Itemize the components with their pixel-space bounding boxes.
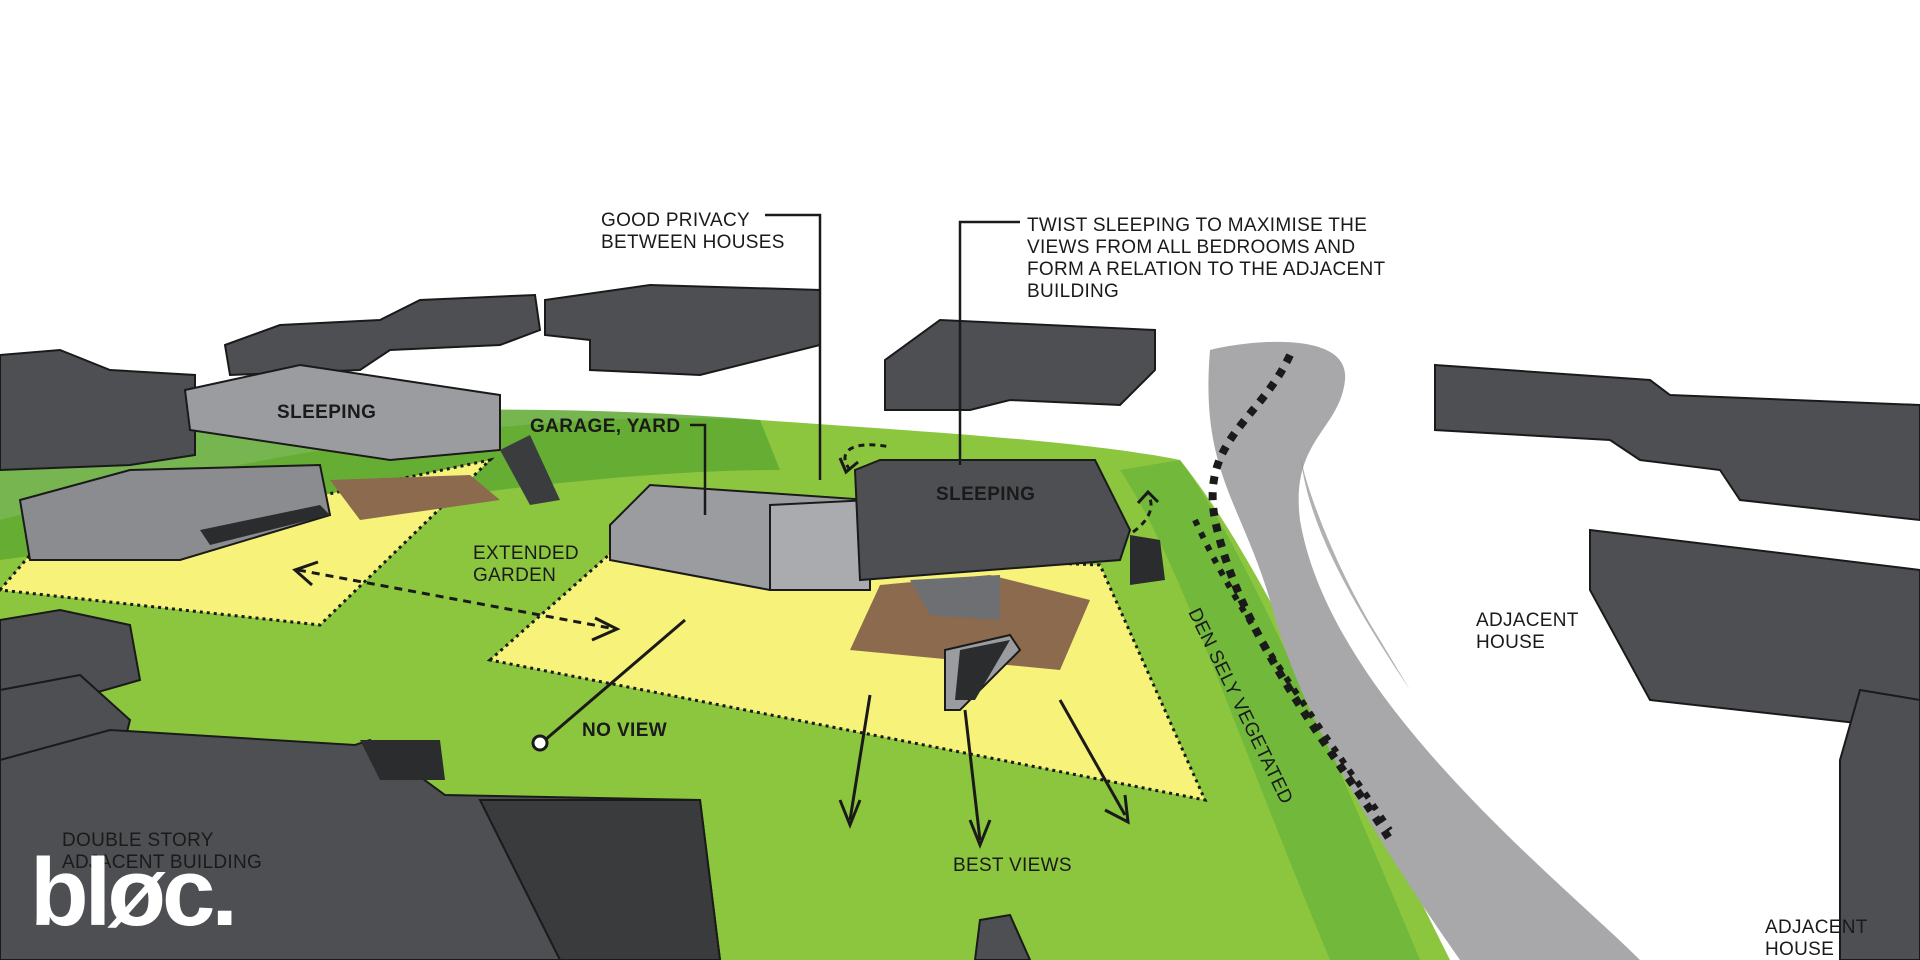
sleeping-right-label: SLEEPING	[936, 484, 1035, 505]
good-privacy-line-1: GOOD PRIVACY	[601, 210, 750, 231]
adjacent-house-right-line-2: HOUSE	[1476, 632, 1545, 653]
garage-block	[609, 483, 871, 591]
sleeping-left-label: SLEEPING	[277, 402, 376, 423]
double-story-building	[0, 728, 1032, 960]
svg-text:EXTENDED GARDEN: EXTENDED GARDEN	[473, 543, 584, 586]
adjacent-house-bottom-line-2: HOUSE	[1765, 939, 1834, 960]
leader-lines	[690, 213, 1020, 515]
twist-sleeping-line-1: TWIST SLEEPING TO MAXIMISE THE	[1027, 215, 1367, 236]
bloc-logo: bløc.	[30, 839, 238, 946]
best-views-label: BEST VIEWS	[953, 855, 1072, 876]
svg-text:GOOD PRIVACY BETWEEN HOU: GOOD PRIVACY BETWEEN HOUSES	[601, 210, 785, 253]
extended-garden-line-1: EXTENDED	[473, 543, 579, 564]
no-view-label: NO VIEW	[582, 720, 667, 741]
double-story-line-1: DOUBLE STORY	[62, 830, 214, 851]
road	[1208, 341, 1640, 960]
double-story-line-2: ADJACENT BUILDING	[62, 852, 262, 873]
twist-sleeping-line-2: VIEWS FROM ALL BEDROOMS AND	[1027, 237, 1355, 258]
extended-garden-line-2: GARDEN	[473, 565, 556, 586]
no-view-marker	[531, 734, 549, 752]
arrows	[292, 443, 1160, 850]
twist-sleeping-line-4: BUILDING	[1027, 281, 1119, 302]
adjacent-house-right-line-1: ADJACENT	[1476, 610, 1579, 631]
vegetation-boundary	[1208, 353, 1394, 843]
good-privacy-line-2: BETWEEN HOUSES	[601, 232, 785, 253]
svg-text:ADJACENT HOUSE: ADJACENT HOUSE	[1765, 917, 1873, 960]
garage-yard-label: GARAGE, YARD	[530, 416, 681, 437]
sleeping-wing-left	[18, 363, 560, 561]
svg-text:ADJACENT HOUSE: ADJACENT HOUSE	[1476, 610, 1584, 653]
background-buildings	[0, 283, 1920, 960]
deck	[850, 575, 1090, 670]
svg-text:TWIST SLEEPING TO MAXIMISE THE: TWIST SLEEPING TO MAXIMISE THE VIEWS FRO…	[1027, 215, 1391, 302]
adjacent-house-bottom-line-1: ADJACENT	[1765, 917, 1868, 938]
sleeping-wing-right	[853, 459, 1165, 711]
svg-text:DOUBLE STORY ADJACENT BU: DOUBLE STORY ADJACENT BUILDING	[62, 830, 262, 873]
twist-sleeping-line-3: FORM A RELATION TO THE ADJACENT	[1027, 259, 1386, 280]
